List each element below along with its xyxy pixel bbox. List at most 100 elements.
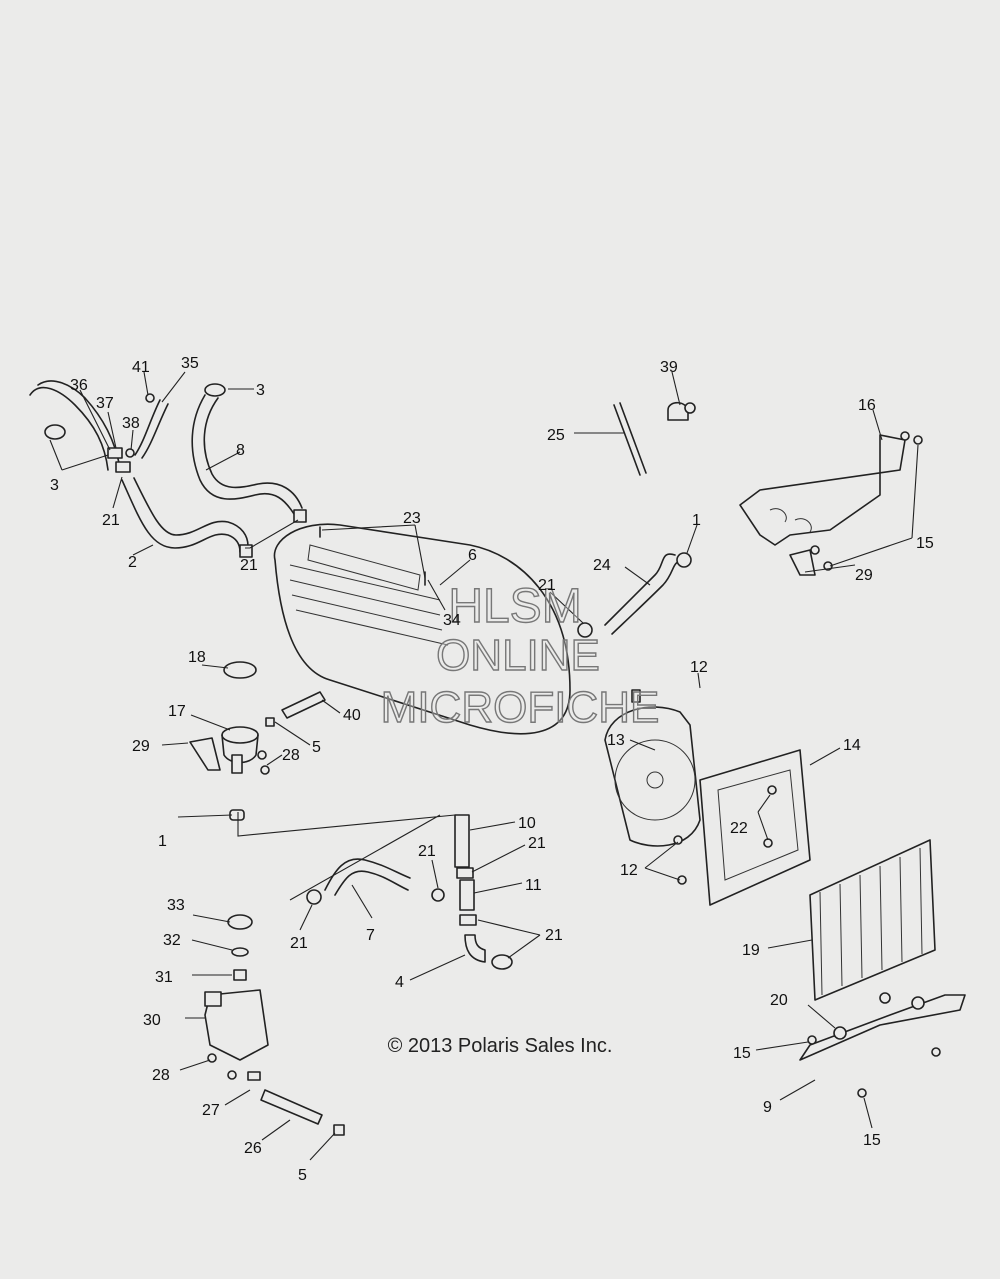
- callout-16: 16: [858, 397, 876, 414]
- callout-32: 32: [163, 932, 181, 949]
- callout-12-lower: 12: [620, 862, 638, 879]
- radiator-19: [809, 839, 936, 1001]
- bolt-28-b: [260, 765, 270, 775]
- bracket-29-right: [789, 549, 816, 576]
- callout-12-upper: 12: [690, 659, 708, 676]
- callout-5-upper: 5: [312, 739, 321, 756]
- bolt-28-a: [257, 750, 267, 760]
- bracket-29-left: [189, 737, 221, 771]
- hose-10: [454, 814, 470, 868]
- clamp-21-elbow-4: [491, 954, 513, 970]
- bracket-9: [799, 994, 966, 1061]
- watermark-line-2: ONLINE: [436, 631, 600, 680]
- callout-37: 37: [96, 395, 114, 412]
- clamp-3-top: [204, 383, 226, 397]
- bolt-lower-right: [931, 1047, 941, 1057]
- callout-41: 41: [132, 359, 150, 376]
- bracket-16: [739, 434, 906, 546]
- clamp-21-fitting-lower: [459, 914, 477, 926]
- callout-11: 11: [525, 877, 542, 894]
- clamp-21-hose-10: [456, 867, 474, 879]
- callout-33: 33: [167, 897, 185, 914]
- callout-23: 23: [403, 510, 421, 527]
- screw-12-b: [677, 875, 687, 885]
- grommet-20: [911, 996, 925, 1010]
- callout-28-upper: 28: [282, 747, 300, 764]
- callout-3-left: 3: [50, 477, 59, 494]
- callout-29-left: 29: [132, 738, 150, 755]
- callout-4: 4: [395, 974, 404, 991]
- bolt-15-c: [810, 545, 820, 555]
- callout-21-d: 21: [418, 843, 436, 860]
- callout-2: 2: [128, 554, 137, 571]
- callout-5-lower: 5: [298, 1167, 307, 1184]
- callout-25: 25: [547, 427, 565, 444]
- callout-21-b: 21: [240, 557, 258, 574]
- callout-38: 38: [122, 415, 140, 432]
- callout-1-upper: 1: [692, 512, 701, 529]
- callout-7: 7: [366, 927, 375, 944]
- skid-plate-6: [273, 523, 571, 735]
- clamp-1-lower: [229, 809, 245, 821]
- callout-15-a: 15: [916, 535, 934, 552]
- fitting-11: [459, 879, 475, 911]
- clip-39: [667, 401, 696, 421]
- callout-27: 27: [202, 1102, 220, 1119]
- connector-12-upper: [631, 689, 641, 703]
- clamp-1-upper: [676, 552, 692, 568]
- plug-5-lower: [333, 1124, 345, 1136]
- bolt-15-a: [900, 431, 910, 441]
- callout-9: 9: [763, 1099, 772, 1116]
- clamp-21-fitting-11: [431, 888, 445, 902]
- hose-8: [191, 394, 303, 515]
- callout-21-c: 21: [538, 577, 556, 594]
- watermark-line-3: MICROFICHE: [381, 683, 660, 732]
- cap-33: [227, 914, 253, 930]
- hose-24: [604, 553, 683, 635]
- copyright-notice: © 2013 Polaris Sales Inc.: [388, 1035, 613, 1057]
- callout-34: 34: [443, 612, 461, 629]
- callout-21-e: 21: [528, 835, 546, 852]
- callout-6: 6: [468, 547, 477, 564]
- bolt-28-d: [227, 1070, 237, 1080]
- washer-32: [231, 947, 249, 957]
- leader-lines: [49, 371, 919, 1161]
- callout-21-a: 21: [102, 512, 120, 529]
- watermark: HLSM ONLINE MICROFICHE: [380, 579, 660, 732]
- callout-15-c: 15: [863, 1132, 881, 1149]
- callout-40: 40: [343, 707, 361, 724]
- clamp-3-left: [44, 424, 66, 440]
- clamp-21-left: [115, 461, 131, 473]
- hose-36: [29, 380, 121, 471]
- callout-22: 22: [730, 820, 748, 837]
- hose-35: [134, 399, 169, 459]
- callout-17: 17: [168, 703, 186, 720]
- clamp-21-hose-7: [306, 889, 322, 905]
- callout-36: 36: [70, 377, 88, 394]
- callout-19: 19: [742, 942, 760, 959]
- callout-3-top: 3: [256, 382, 265, 399]
- callout-14: 14: [843, 737, 861, 754]
- callout-1-lower: 1: [158, 833, 167, 850]
- callout-21-f: 21: [290, 935, 308, 952]
- fitting-27: [247, 1071, 261, 1081]
- fill-neck-17: [221, 726, 259, 774]
- fan-13: [604, 706, 701, 847]
- plug-5-upper: [265, 717, 275, 727]
- bolt-15-f: [857, 1088, 867, 1098]
- callout-26: 26: [244, 1140, 262, 1157]
- callout-15-b: 15: [733, 1045, 751, 1062]
- callout-21-g: 21: [545, 927, 563, 944]
- callout-39: 39: [660, 359, 678, 376]
- screw-12-a: [673, 835, 683, 845]
- fitting-38: [125, 448, 135, 458]
- fitting-41: [145, 393, 155, 403]
- callout-29-right: 29: [855, 567, 873, 584]
- clamp-21-hose-8: [293, 509, 307, 523]
- hose-2: [121, 477, 249, 553]
- callout-18: 18: [188, 649, 206, 666]
- callout-20: 20: [770, 992, 788, 1009]
- watermark-line-1: HLSM: [448, 580, 581, 633]
- bolt-15-e: [807, 1035, 817, 1045]
